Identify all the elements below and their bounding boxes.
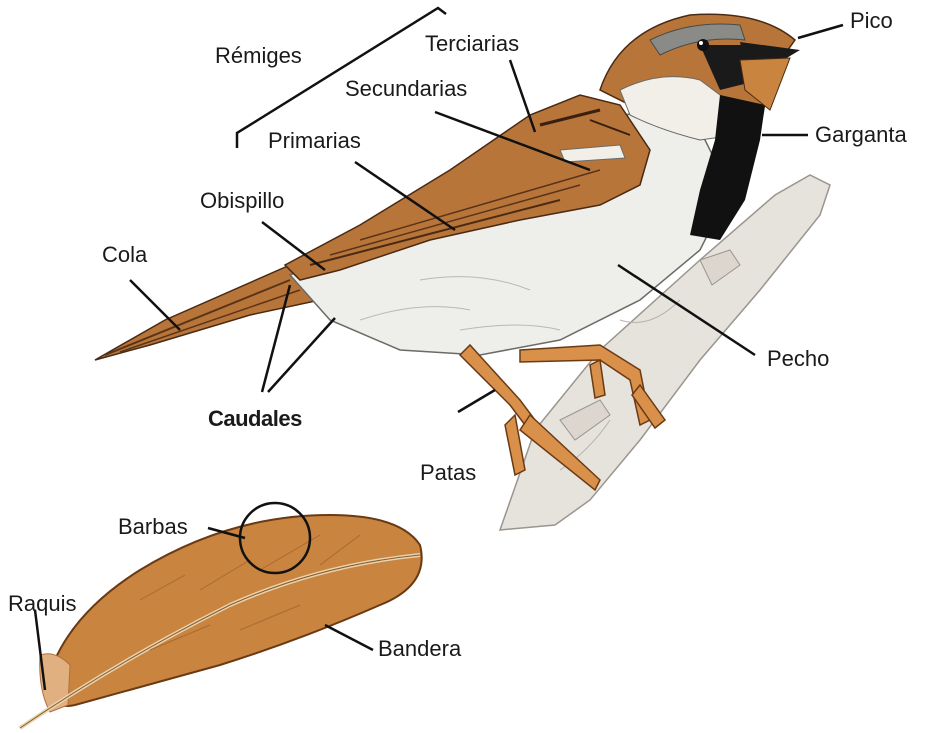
label-garganta: Garganta [815, 124, 907, 146]
label-caudales: Caudales [208, 408, 302, 430]
label-terciarias: Terciarias [425, 33, 519, 55]
label-obispillo: Obispillo [200, 190, 284, 212]
label-pico: Pico [850, 10, 893, 32]
label-primarias: Primarias [268, 130, 361, 152]
label-cola: Cola [102, 244, 147, 266]
cola-line [130, 280, 180, 330]
bird-eye [697, 39, 709, 51]
label-patas: Patas [420, 462, 476, 484]
patas-line [458, 390, 495, 412]
label-pecho: Pecho [767, 348, 829, 370]
bandera-line [325, 625, 373, 650]
label-secundarias: Secundarias [345, 78, 467, 100]
pico-line [798, 25, 843, 38]
label-remiges: Rémiges [215, 45, 302, 67]
label-bandera: Bandera [378, 638, 461, 660]
feather [20, 515, 422, 728]
label-raquis: Raquis [8, 593, 76, 615]
label-barbas: Barbas [118, 516, 188, 538]
